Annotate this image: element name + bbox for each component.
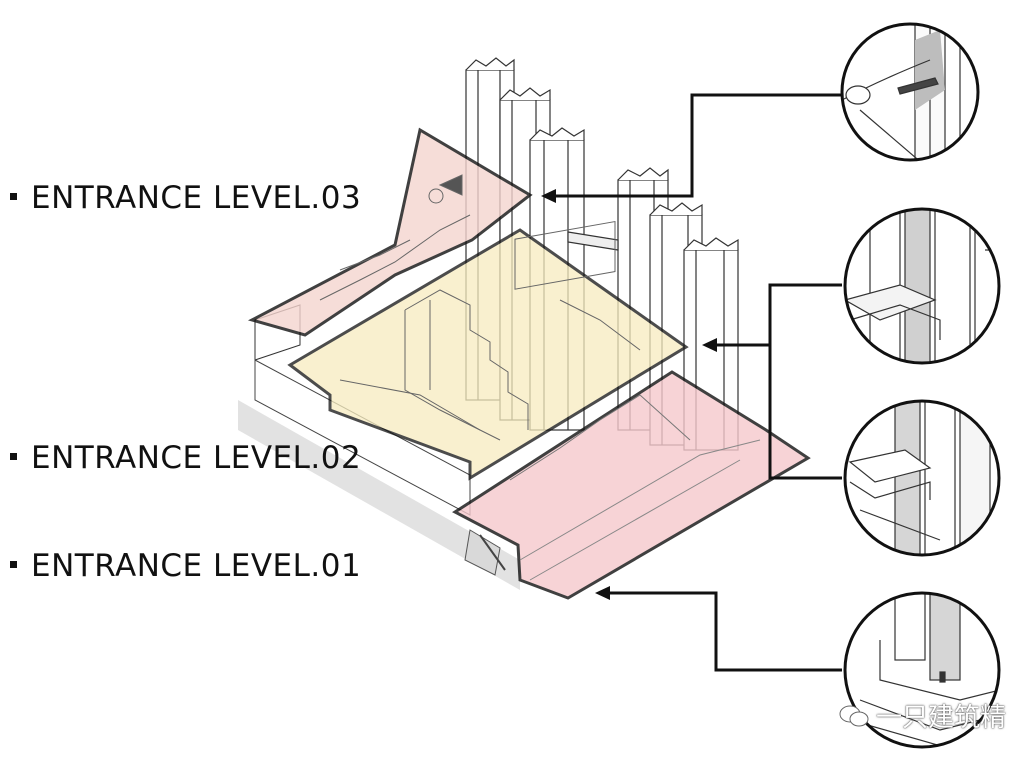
bullet-icon <box>10 193 17 200</box>
level-03-plane <box>247 127 533 337</box>
callout-02-line-b <box>768 345 842 480</box>
level-01-plane <box>452 370 811 600</box>
level-01-label: ENTRANCE LEVEL.01 <box>10 548 361 584</box>
bullet-icon <box>10 561 17 568</box>
callout-02-line-a <box>712 283 842 347</box>
level-02-label: ENTRANCE LEVEL.02 <box>10 440 361 476</box>
bullet-icon <box>10 453 17 460</box>
detail-circle-2 <box>843 207 1001 365</box>
callout-arrows <box>541 93 842 672</box>
arrow-01-icon <box>595 586 610 600</box>
callout-01-line <box>605 591 842 672</box>
arrow-02-icon <box>702 338 717 352</box>
level-03-text: ENTRANCE LEVEL.03 <box>31 180 362 216</box>
watermark: 一只建筑精 <box>838 697 1006 734</box>
wechat-icon <box>839 705 869 726</box>
callout-03-line <box>550 93 842 198</box>
detail-circle-3 <box>843 399 1001 557</box>
arrow-03-icon <box>541 189 556 203</box>
detail-circle-4 <box>843 591 1001 749</box>
level-01-text: ENTRANCE LEVEL.01 <box>31 548 362 584</box>
level-03-label: ENTRANCE LEVEL.03 <box>10 180 361 216</box>
level-02-plane <box>287 220 689 481</box>
level-02-text: ENTRANCE LEVEL.02 <box>31 440 362 476</box>
watermark-text: 一只建筑精 <box>876 703 1007 733</box>
detail-circle-1 <box>840 22 980 162</box>
